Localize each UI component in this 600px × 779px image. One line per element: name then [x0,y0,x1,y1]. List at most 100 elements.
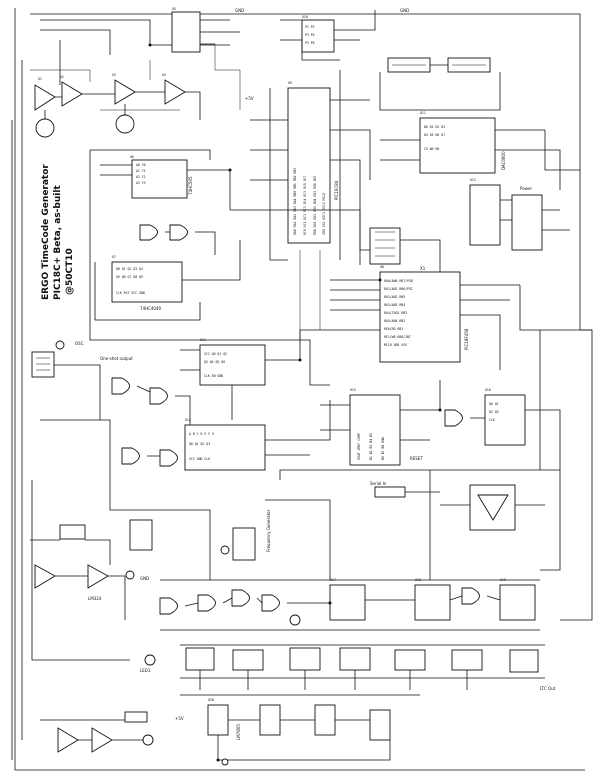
refdes-u15: U15 [350,388,356,392]
gnd-label-1: GND [235,8,244,13]
svg-text:RD0 RD1 RD2 RD3 RD4 RD5 RD6 RD: RD0 RD1 RD2 RD3 RD4 RD5 RD6 RD7 [313,175,317,235]
vcc-label-1: +5V [245,96,254,101]
svg-text:Q3 Q4 Q5 Q6: Q3 Q4 Q5 Q6 [204,360,225,364]
ic-pic18f458: RA0/AN0 RB7/PGD RA1/AN1 RB6/PGC RA2/AN2 … [330,271,520,370]
svg-text:RA0/AN0 RB7/PGD: RA0/AN0 RB7/PGD [384,279,413,283]
svg-text:P1 P2: P1 P2 [305,25,315,29]
xtal-label: X1 [420,266,426,271]
reset-label: RESET [410,456,423,461]
label-shift-reg: 74HC595 [188,176,193,195]
svg-text:A1 Y1: A1 Y1 [136,169,146,173]
label-led: LED1 [140,668,151,673]
refdes-u13: U13 [200,338,206,342]
refdes-u6: U6 [130,155,134,159]
svg-text:VDD VSS OSC1 OSC2 MCLR: VDD VSS OSC1 OSC2 MCLR [322,193,326,235]
ic-center-right-lower: IOUT VREF COMP B1 B2 B3 B4 B5 B6 B7 B8 G… [320,380,441,466]
refdes-u11: U11 [420,111,426,115]
interconnect-wires [31,70,592,661]
svg-text:RA4/T0CK RB3: RA4/T0CK RB3 [384,311,407,315]
label-ram-chip: PIC16C84 [334,180,339,200]
refdes-u9: U9 [288,81,292,85]
bottom-ic-row [180,644,545,690]
logic-gates-mid-left [139,224,216,255]
top-left-opamp-group [30,11,241,138]
refdes-u16: U16 [485,388,491,392]
svg-text:P3 P4: P3 P4 [305,33,315,37]
junction-dots [148,43,442,762]
transformer-left: OSC [31,340,101,420]
lower-logic-row: LED1 [140,579,540,673]
ic-center-left: VCC Q0 Q1 Q2 Q3 Q4 Q5 Q6 CLK EN GND [180,329,380,420]
ic-pic16c84: RA0 RA1 RA2 RA3 RA4 RB0 RB1 RB2 RB3 RC0 … [250,87,380,261]
svg-text:RE0/RD RB1: RE0/RD RB1 [384,327,403,331]
refdes-u12: U12 [470,178,476,182]
label-one-shot: One-shot output [100,356,133,361]
label-power: Power [520,186,532,191]
svg-text:CLK: CLK [489,418,495,422]
svg-text:RA5/AN4 RB2: RA5/AN4 RB2 [384,319,405,323]
connectors-lower-mid: Frequency Generator [125,509,271,580]
frame-wires [11,8,593,771]
title-block: ERGO TimeCode Generator PIC18C+ Beta, as… [41,164,75,300]
ic-right-lower: Q0 Q1 Q2 Q3 CLK [444,394,561,470]
opamp-label: LM324 [88,596,102,601]
refdes-u14: U14 [185,418,191,422]
svg-text:RA1/AN1 RB6/PGC: RA1/AN1 RB6/PGC [384,287,413,291]
svg-text:B6 B7 B8 GND: B6 B7 B8 GND [381,437,385,460]
connector-top-center: P1 P2 P3 P4 P5 P6 [280,10,376,61]
ic-center-lower: A B C D E F G Q0 Q1 Q2 Q3 VCC GND CLK [184,400,331,471]
refdes-u20: U20 [208,698,214,702]
refdes-u2: U2 [60,75,64,79]
svg-text:VCC Q0 Q1 Q2: VCC Q0 Q1 Q2 [204,352,227,356]
ic-right-upper: D0 D1 D2 D3 D4 D5 D6 D7 CS WR RD DAC0800 [380,117,561,190]
refdes-u3: U3 [112,73,116,77]
svg-text:Q0 Q1 Q2 Q3 Q4: Q0 Q1 Q2 Q3 Q4 [116,267,143,271]
refdes-u1: U1 [38,77,42,81]
ic-74hc4040: Q0 Q1 Q2 Q3 Q4 Q5 Q6 Q7 Q8 Q9 CLK RST VC… [94,240,241,321]
vcc-label-2: +5V [175,716,184,721]
svg-text:Q0 Q1 Q2 Q3: Q0 Q1 Q2 Q3 [189,442,210,446]
opamps-bottom-left [40,711,154,753]
gates-mid: One-shot output [100,356,200,467]
svg-text:D0 D1 D2 D3: D0 D1 D2 D3 [424,125,445,129]
svg-text:RA2/AN2 RB5: RA2/AN2 RB5 [384,295,405,299]
dip-switch-center [369,227,441,272]
svg-text:D4 D5 D6 D7: D4 D5 D6 D7 [424,133,445,137]
svg-text:CLK EN GND: CLK EN GND [204,374,223,378]
svg-text:RA0 RA1 RA2 RA3 RA4 RB0 RB1 RB: RA0 RA1 RA2 RA3 RA4 RB0 RB1 RB2 RB3 [293,168,297,235]
svg-text:VCC GND CLK: VCC GND CLK [189,457,210,461]
label-serial-in: Serial In [370,481,387,486]
refdes-u18: U18 [415,578,421,582]
svg-text:A B C D E F G: A B C D E F G [189,432,214,436]
ic-right-middle: Power [469,184,570,251]
svg-text:A2 Y2: A2 Y2 [136,175,146,179]
title-line-2: PIC18C+ Beta, as-built [53,185,63,300]
refdes-u8: U8 [380,265,384,269]
regulator-section: LM7805 [180,694,420,766]
gnd-label-2: GND [400,8,409,13]
serial-in-connector: Serial In [370,481,440,498]
svg-text:Q2 Q3: Q2 Q3 [489,410,499,414]
refdes-u19: U19 [500,578,506,582]
svg-text:CS WR RD: CS WR RD [424,147,439,151]
opamps-left-lower [30,524,126,620]
refdes-u5: U5 [172,7,176,11]
svg-text:Q5 Q6 Q7 Q8 Q9: Q5 Q6 Q7 Q8 Q9 [116,275,143,279]
refdes-u4: U4 [162,73,166,77]
svg-text:RE1/WR RB0/INT: RE1/WR RB0/INT [384,335,411,339]
refdes-u7: U7 [112,255,116,259]
title-line-3: @50CT10 [65,248,75,295]
refdes-u10: U10 [302,15,308,19]
svg-text:A0 Y0: A0 Y0 [136,163,146,167]
label-osc: OSC [75,341,84,346]
connectors-top-right [379,57,501,111]
buffer-box [440,484,545,531]
svg-text:CLK RST VCC GND: CLK RST VCC GND [116,291,145,295]
refdes-u17: U17 [330,578,336,582]
label-dac: DAC0800 [501,151,506,170]
svg-text:B1 B2 B3 B4 B5: B1 B2 B3 B4 B5 [369,433,373,460]
svg-text:RC0 RC1 RC2 RC3 RC4 RC5 RC6 RC: RC0 RC1 RC2 RC3 RC4 RC5 RC6 RC7 [303,175,307,235]
ic-74hc595-upper: A0 Y0 A1 Y1 A2 Y2 A3 Y3 74HC595 [90,149,231,210]
ltc-out-label: LTC Out [540,686,556,691]
